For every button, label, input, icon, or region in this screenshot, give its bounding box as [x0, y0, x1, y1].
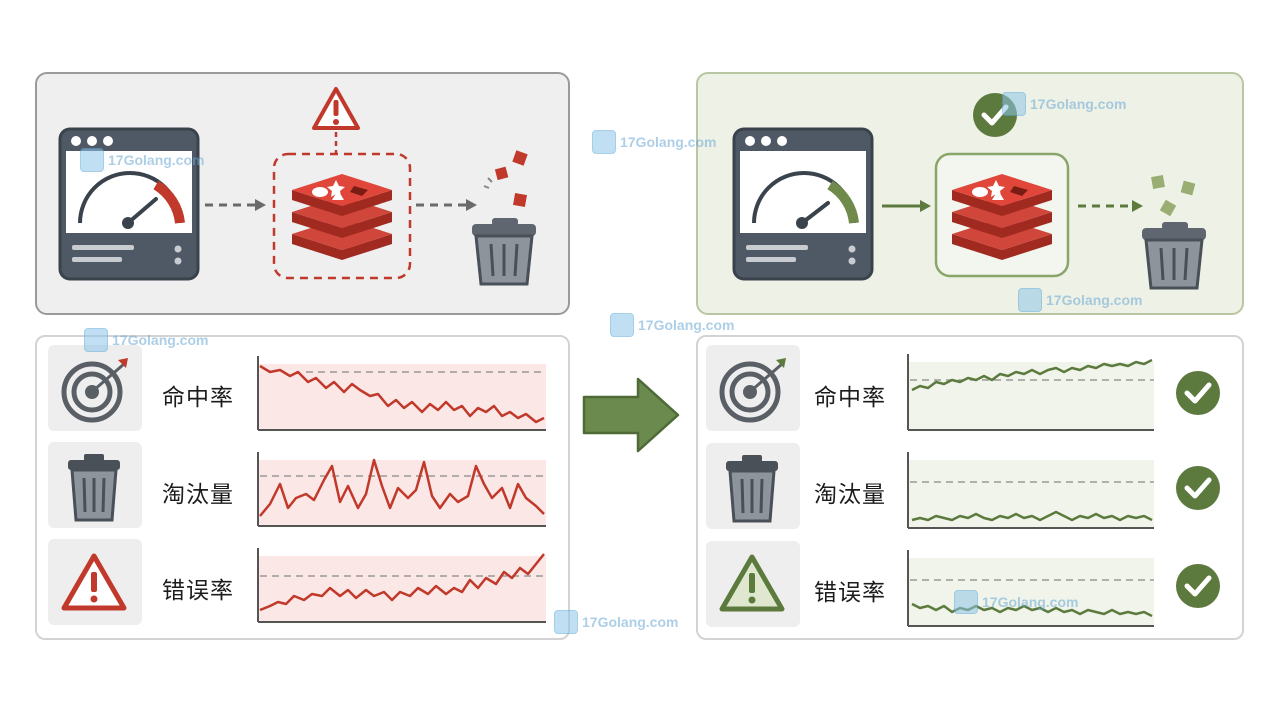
redis-cache-icon	[272, 152, 412, 280]
trash-can-icon	[472, 150, 536, 286]
warning-icon	[61, 553, 127, 611]
metric-label-evictions: 淘汰量	[814, 482, 886, 508]
flow-arrow-icon	[1078, 200, 1143, 212]
target-icon	[61, 358, 128, 423]
metric-label-evictions: 淘汰量	[162, 482, 234, 508]
trash-icon	[726, 455, 778, 523]
hit-rate-sparkline	[907, 354, 1154, 431]
metric-label-error-rate: 错误率	[162, 578, 234, 604]
flow-arrow-icon	[882, 200, 931, 212]
metric-label-hit-rate: 命中率	[162, 385, 234, 411]
hit-rate-sparkline	[257, 356, 546, 431]
server-dashboard-icon	[732, 127, 874, 281]
metric-label-hit-rate: 命中率	[814, 385, 886, 411]
watermark: 17Golang.com	[610, 313, 734, 337]
evictions-sparkline	[257, 452, 546, 527]
flow-arrow-icon	[416, 199, 477, 211]
check-circle-icon	[1176, 466, 1220, 510]
server-dashboard-icon	[58, 127, 200, 281]
trash-can-icon	[1142, 175, 1206, 290]
checkmark-badge-icon	[973, 93, 1017, 137]
error-rate-sparkline	[257, 548, 546, 623]
check-circle-icon	[1176, 564, 1220, 608]
warning-icon	[719, 554, 785, 612]
watermark: 17Golang.com	[554, 610, 678, 634]
metric-label-error-rate: 错误率	[814, 580, 886, 606]
target-icon	[719, 358, 786, 423]
error-rate-sparkline	[907, 550, 1154, 627]
transition-arrow-icon	[582, 377, 680, 453]
trash-icon	[68, 454, 120, 522]
warning-icon	[312, 87, 360, 130]
check-circle-icon	[1176, 371, 1220, 415]
redis-cache-icon	[934, 152, 1070, 278]
connector-line	[334, 132, 338, 154]
flow-arrow-icon	[205, 199, 266, 211]
evictions-sparkline	[907, 452, 1154, 529]
